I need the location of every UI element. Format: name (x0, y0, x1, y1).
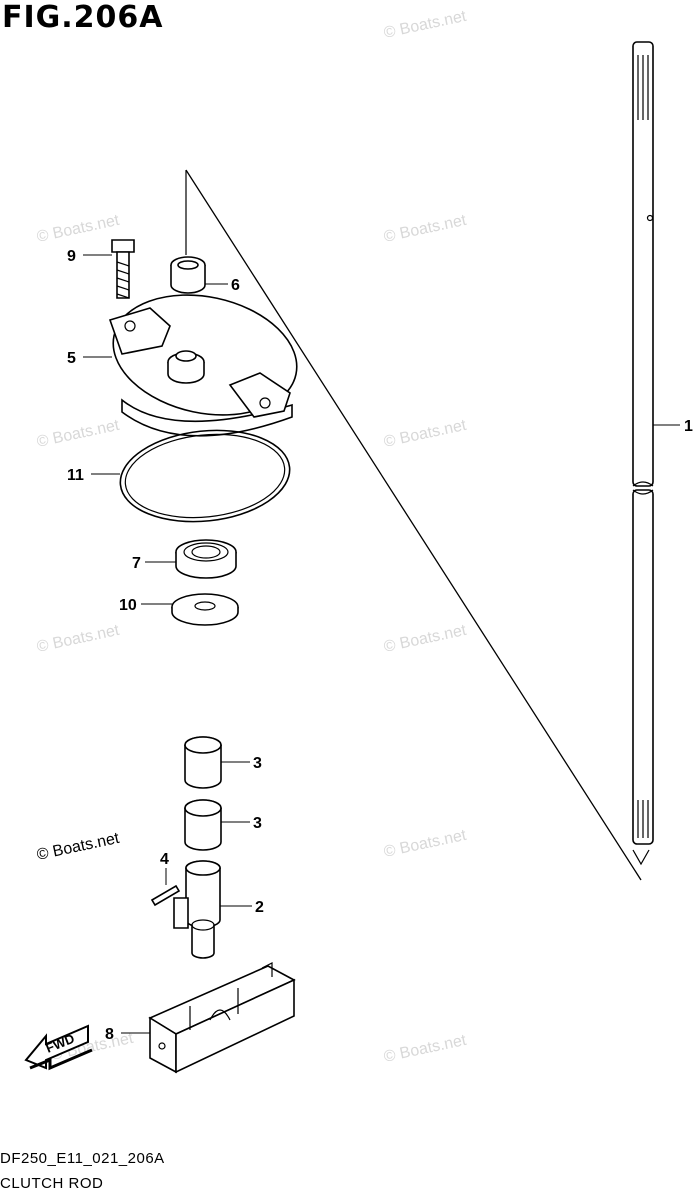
bolt-9 (111, 239, 135, 299)
watermark: © Boats.net (35, 622, 121, 656)
callout-6: 6 (231, 277, 240, 294)
assembly-line (185, 169, 642, 881)
callout-11: 11 (67, 467, 84, 484)
o-ring-11 (119, 429, 291, 523)
figure-caption: CLUTCH ROD (0, 1175, 104, 1192)
watermark: © Boats.net (382, 212, 468, 246)
clutch-lever-8 (148, 962, 296, 1074)
callout-9: 9 (67, 248, 76, 265)
fwd-arrow: FWD (24, 1024, 93, 1071)
watermark: © Boats.net (382, 827, 468, 861)
callout-5: 5 (67, 350, 76, 367)
figure-code: DF250_E11_021_206A (0, 1150, 165, 1167)
callout-3-bottom: 3 (253, 815, 262, 832)
clutch-rod (632, 41, 654, 866)
callout-labels: 1 2 3 3 4 5 6 7 8 9 10 11 (67, 248, 693, 1043)
clutch-shaft-2 (173, 860, 221, 959)
callout-3-top: 3 (253, 755, 262, 772)
callout-4: 4 (160, 851, 169, 868)
watermark: © Boats.net (382, 1032, 468, 1066)
callout-1: 1 (684, 418, 693, 435)
callout-2: 2 (255, 899, 264, 916)
watermark: © Boats.net (382, 417, 468, 451)
seal-6 (170, 256, 206, 294)
bushing-3-bottom (184, 799, 222, 851)
watermark: © Boats.net (35, 417, 121, 451)
callout-7: 7 (132, 555, 141, 572)
bearing-7 (175, 539, 237, 579)
bushing-3-top (184, 736, 222, 789)
callout-8: 8 (105, 1026, 114, 1043)
callout-10: 10 (119, 597, 137, 614)
washer-10 (171, 593, 239, 626)
watermark: © Boats.net (382, 8, 468, 42)
leader-lines (83, 254, 680, 1034)
figure-title: FIG.206A (2, 0, 164, 35)
watermark-group: © Boats.net © Boats.net © Boats.net © Bo… (35, 8, 468, 1066)
pin-4 (150, 884, 181, 907)
watermark: © Boats.net (382, 622, 468, 656)
watermark: © Boats.net (35, 212, 121, 246)
housing-5 (108, 294, 298, 437)
watermark-dark: © Boats.net (35, 830, 121, 864)
